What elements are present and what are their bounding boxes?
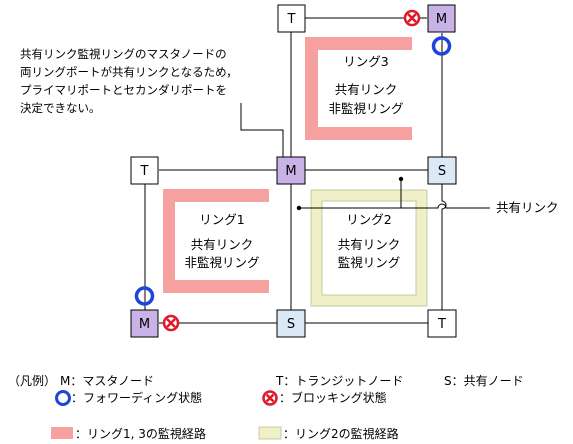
node-transit-left-label: T [140,164,149,179]
node-master-bottom-label: M [139,317,150,332]
node-shared-right [427,156,457,185]
node-transit-top-label: T [287,12,296,27]
legend-path2-swatch [258,426,282,440]
node-transit-bottom-right [427,309,457,338]
ring1-line2: 非監視リング [184,255,259,270]
node-transit-left [130,156,159,185]
node-master-center-label: M [285,164,296,179]
note-line-4: 決定できない。 [20,101,101,115]
node-master-bottom [130,309,159,338]
node-transit-bottom-right-label: T [437,317,446,332]
ring2-line1: 共有リンク [338,237,401,252]
ring1-monitoring-path-bottom [163,280,269,293]
ring3-monitoring-path [305,37,412,140]
legend-master: M：マスタノード [60,374,154,388]
legend-forwarding: ：フォワーディング状態 [71,390,202,405]
legend-blocking: ：ブロッキング状態 [279,390,387,405]
legend-path13: ：リング1, 3の監視経路 [75,426,206,441]
ring1-title: リング1 [199,212,244,227]
node-transit-top [277,4,306,33]
blocking-icon-top [403,9,421,27]
legend-path2: ：リング2の監視経路 [283,426,399,441]
legend-forwarding-icon [55,390,71,406]
node-master-center [276,156,306,185]
ring3-line2: 非監視リング [328,101,403,116]
legend-shared: S：共有ノード [444,374,524,388]
node-master-top-label: M [436,12,447,27]
note-line-3: プライマリポートとセカンダリポートを [20,83,227,97]
shared-link-pointer-dot-top [398,176,404,182]
legend-transit: T：トランジットノード [275,374,403,388]
shared-link-label: 共有リンク [496,200,559,215]
ring1-line1: 共有リンク [191,237,254,252]
legend-blocking-icon [262,390,278,406]
node-master-top [427,4,456,33]
ring1-monitoring-path-left [163,189,175,293]
ring2-line2: 監視リング [338,255,401,270]
shared-link-pointer-line [299,179,490,209]
node-shared-right-label: S [438,164,446,179]
legend-prefix: （凡例） [8,374,56,388]
node-shared-bottom [276,309,306,338]
shared-link-pointer-dot-left [296,205,302,211]
link-s-right-t-bottom-right [441,184,447,310]
ring1-monitoring-path-top [163,189,269,202]
node-shared-bottom-label: S [287,317,295,332]
ring2-title: リング2 [346,212,391,227]
ring3-title: リング3 [343,54,388,69]
forwarding-icon-bottom [134,286,155,306]
forwarding-icon-top [431,36,452,56]
note-line-1: 共有リンク監視リングのマスタノードの [20,47,227,61]
note-pointer-line [240,103,284,163]
legend-path13-swatch [51,427,73,439]
note-line-2: 両リングポートが共有リンクとなるため， [20,65,238,79]
blocking-icon-bottom [162,314,180,332]
ring2-monitoring-path [310,189,428,307]
ring3-line1: 共有リンク [335,82,398,97]
